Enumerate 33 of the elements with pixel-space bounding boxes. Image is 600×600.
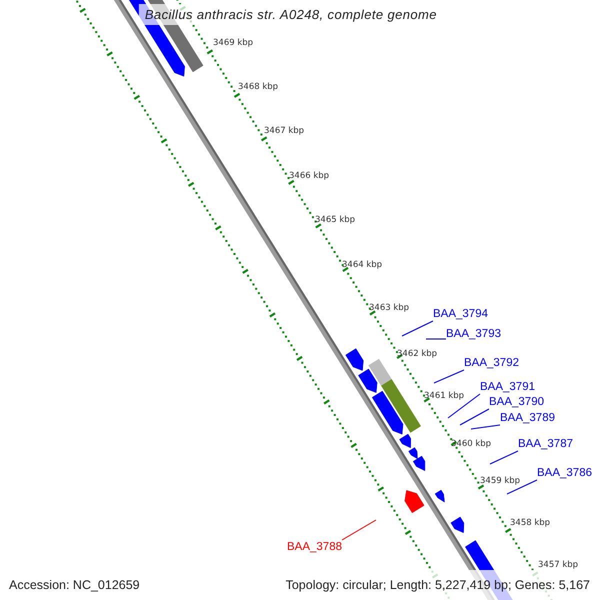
leader-line	[460, 408, 490, 426]
gene-label: BAA_3787	[518, 437, 573, 451]
leader-line	[490, 450, 518, 464]
genome-info-text: Topology: circular; Length: 5,227,419 bp; Genes: 5,167	[286, 578, 590, 592]
gene-label: BAA_3791	[480, 380, 535, 394]
scale-label: 3462 kbp	[397, 349, 438, 360]
scale-label: 3458 kbp	[510, 518, 550, 529]
leader-line	[402, 320, 434, 336]
gene-label: BAA_3788	[287, 540, 342, 554]
gene-label: BAA_3789	[500, 411, 555, 425]
genome-info-text: Accession: NC_012659	[9, 578, 140, 592]
leader-line	[434, 370, 464, 384]
scale-label: 3459 kbp	[480, 476, 520, 487]
leader-line	[426, 338, 446, 340]
scale-label: 3461 kbp	[424, 391, 464, 402]
leader-line	[448, 394, 480, 418]
gene-label: BAA_3792	[464, 356, 519, 370]
scale-label: 3465 kbp	[315, 215, 356, 226]
gene-label: BAA_3793	[446, 327, 501, 341]
scale-label: 3457 kbp	[538, 560, 578, 571]
leader-line	[342, 520, 376, 540]
scale-label: 3463 kbp	[369, 303, 410, 314]
scale-label: 3460 kbp	[451, 439, 492, 450]
leader-line	[506, 480, 538, 494]
gene-label: BAA_3794	[433, 307, 488, 321]
scale-label: 3468 kbp	[238, 82, 278, 93]
scale-label: 3469 kbp	[213, 38, 254, 49]
leader-line	[470, 424, 500, 430]
gene-label: BAA_3790	[489, 395, 544, 409]
scale-label: 3467 kbp	[264, 126, 304, 137]
scale-label: 3464 kbp	[342, 260, 382, 271]
scale-label: 3466 kbp	[289, 171, 330, 182]
gene-label: BAA_3786	[537, 466, 592, 480]
